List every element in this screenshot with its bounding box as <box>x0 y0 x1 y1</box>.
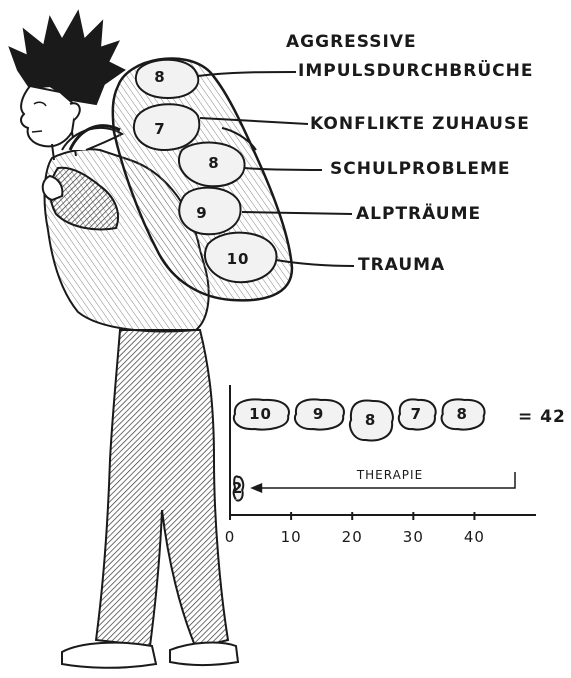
stone-number-4: 9 <box>196 204 207 222</box>
shoe-right <box>170 643 238 665</box>
stone-1 <box>136 60 198 98</box>
stacked-stones-row: 10 9 8 7 8 <box>234 399 485 440</box>
jeans <box>96 330 228 648</box>
stone-labels: AGGRESSIVE IMPULSDURCHBRÜCHE KONFLIKTE Z… <box>286 32 533 275</box>
sum-stone-number-5: 8 <box>457 405 468 423</box>
label-impulsdurchbrueche: IMPULSDURCHBRÜCHE <box>298 59 533 81</box>
x-tick-label-1: 10 <box>281 528 302 546</box>
stone-2 <box>134 104 199 150</box>
therapy-label: THERAPIE <box>356 468 423 482</box>
sum-stone-number-2: 9 <box>313 405 324 423</box>
therapy-stone-number: 2 <box>232 479 243 497</box>
x-tick-label-2: 20 <box>342 528 363 546</box>
x-axis-ticks: 0 10 20 30 40 <box>225 512 485 546</box>
sum-stone-number-4: 7 <box>411 405 422 423</box>
x-tick-label-4: 40 <box>464 528 485 546</box>
stone-4 <box>179 188 240 235</box>
label-konflikte-zuhause: KONFLIKTE ZUHAUSE <box>310 114 530 134</box>
sum-label: = 42 <box>518 407 566 427</box>
shoe-left <box>62 643 156 668</box>
stone-number-1: 8 <box>154 68 165 86</box>
stone-number-3: 8 <box>208 154 219 172</box>
label-aggressive: AGGRESSIVE <box>286 32 417 52</box>
label-trauma: TRAUMA <box>358 255 445 275</box>
x-tick-label-3: 30 <box>403 528 424 546</box>
x-tick-label-0: 0 <box>225 528 236 546</box>
therapy-arrow-head <box>250 483 262 493</box>
sum-stone-number-1: 10 <box>249 405 272 423</box>
stone-number-5: 10 <box>227 250 250 268</box>
burden-sum-chart: 10 9 8 7 8 = 42 2 THERAPIE 0 10 20 30 40 <box>225 385 566 546</box>
stone-number-2: 7 <box>154 120 165 138</box>
sum-stone-number-3: 8 <box>365 411 376 429</box>
label-schulprobleme: SCHULPROBLEME <box>330 159 511 179</box>
label-alptraeume: ALPTRÄUME <box>356 202 481 224</box>
